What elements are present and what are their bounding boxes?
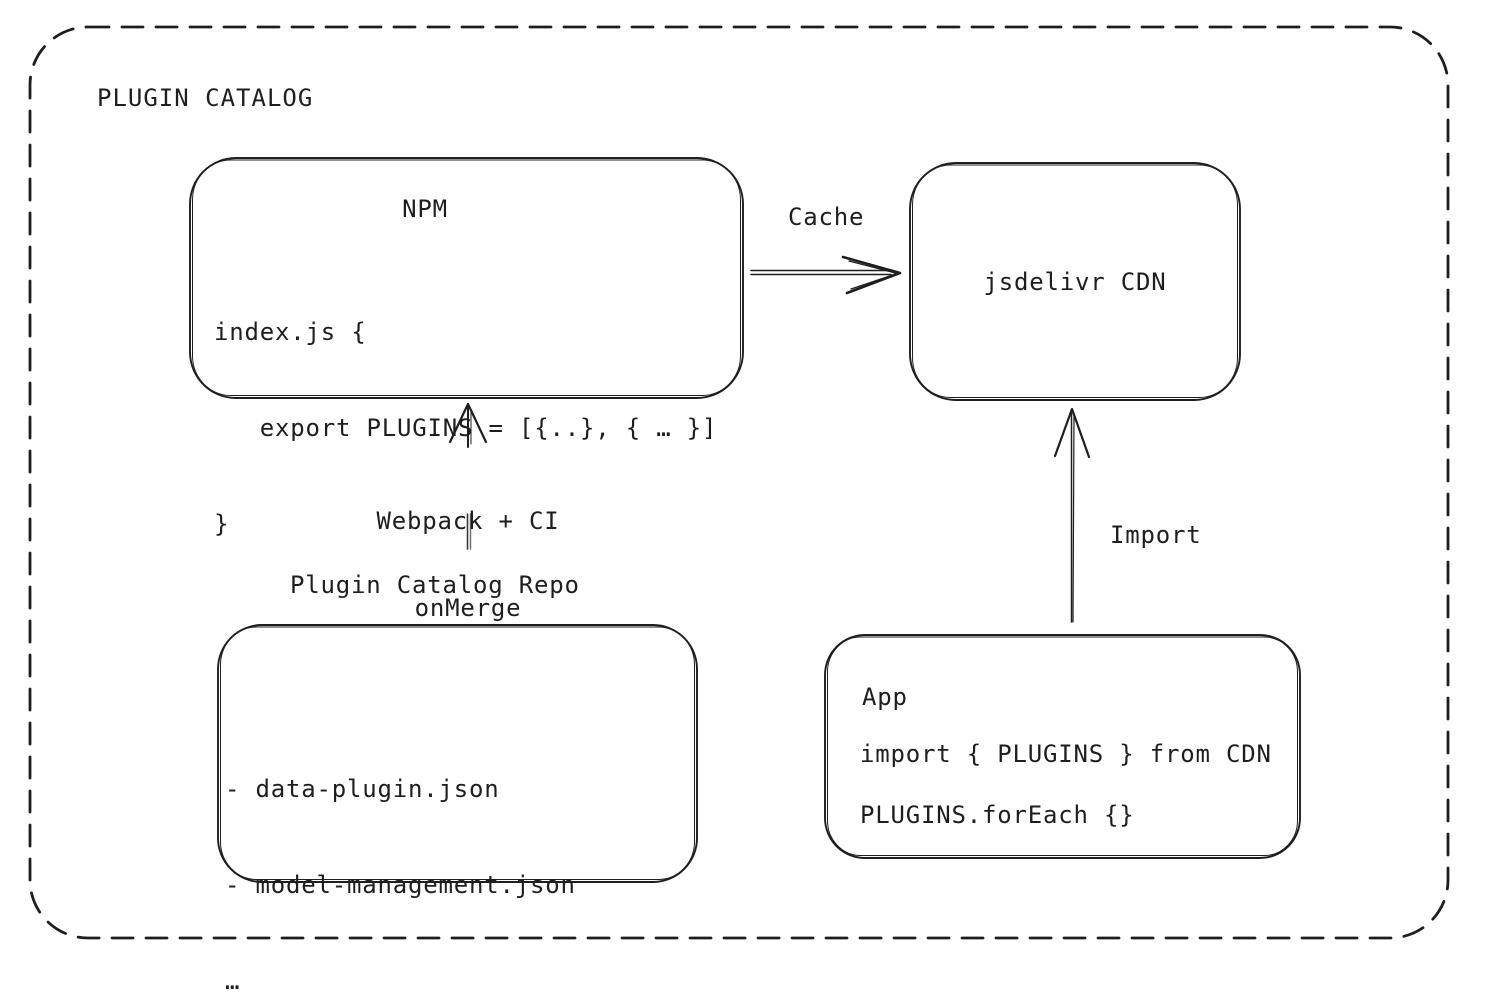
plugin-catalog-frame [28,25,1450,940]
npm-code-line: } [214,510,230,538]
npm-code-line: index.js { [214,318,367,346]
cdn-box [909,162,1241,401]
cache-arrow-label: Cache [788,203,865,231]
cdn-label: jsdelivr CDN [983,268,1167,296]
npm-box [189,157,744,399]
build-arrow-label: Webpack + CI onMerge [348,449,588,681]
npm-code-block: index.js { export PLUGINS = [{..}, { … }… [214,252,717,604]
frame-title: PLUGIN CATALOG [97,84,314,112]
app-title: App [862,683,908,711]
repo-item: … [225,967,241,995]
repo-item: - data-plugin.json [225,775,500,803]
app-box [824,634,1301,859]
cache-arrow [750,255,902,295]
app-code-import: import { PLUGINS } from CDN [860,740,1272,768]
build-arrow-label-line1: Webpack + CI [376,507,560,535]
import-arrow-label: Import [1110,521,1202,549]
npm-code-line: export PLUGINS = [{..}, { … }] [214,414,718,442]
build-arrow [448,402,488,550]
repo-box [217,624,698,883]
import-arrow [1053,407,1091,623]
npm-title: NPM [402,195,448,223]
repo-item: - model-management.json [225,871,576,899]
repo-item-list: - data-plugin.json - model-management.js… [225,709,576,1002]
build-arrow-label-line2: onMerge [414,594,522,622]
repo-title: Plugin Catalog Repo [290,571,580,599]
app-code-foreach: PLUGINS.forEach {} [860,801,1135,829]
